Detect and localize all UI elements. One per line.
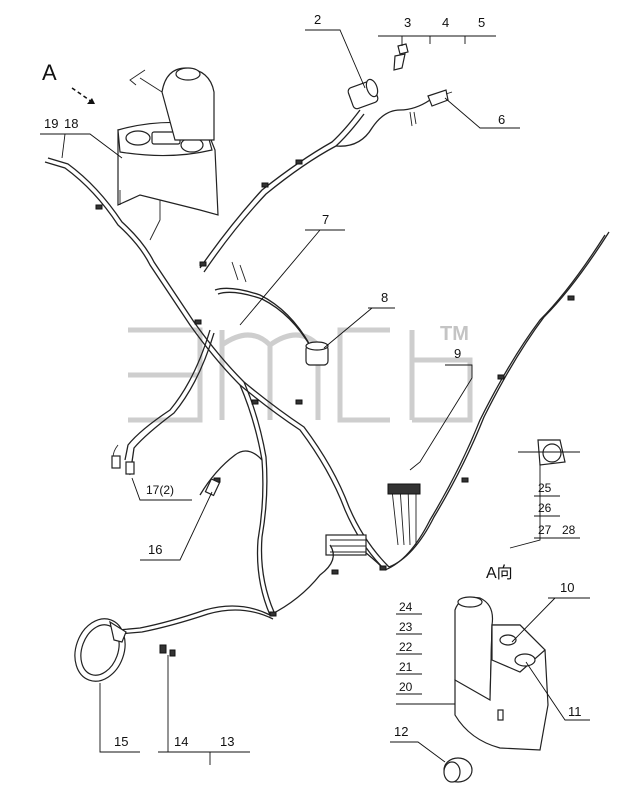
callout-28: 28 [562,523,576,537]
callout-18: 18 [64,116,78,131]
callout-13: 13 [220,734,234,749]
callout-10: 10 [560,580,574,595]
callout-20: 20 [399,680,413,694]
view-a-arrow: A [42,60,96,105]
part-3-bolt [393,43,409,71]
part-17-connectors [111,455,135,475]
callouts: 2 3 4 5 6 7 8 9 10 11 12 14 13 15 [40,12,590,765]
callout-14: 14 [174,734,188,749]
callout-5: 5 [478,15,485,30]
view-label-a: A [42,60,57,85]
callout-7: 7 [322,212,329,227]
callout-21: 21 [399,660,413,674]
instrument-panel-assembly [117,67,219,216]
callout-8: 8 [381,290,388,305]
callout-12: 12 [394,724,408,739]
callout-19: 19 [44,116,58,131]
callout-26: 26 [538,501,552,515]
part-2-component [347,78,379,110]
wiring-harness [44,99,610,635]
watermark-tm: TM [440,323,469,345]
callout-22: 22 [399,640,413,654]
part-8-component [305,341,329,366]
part-6-sensor [427,89,453,107]
part-25-switch [518,439,580,466]
callout-24: 24 [399,600,413,614]
callout-15: 15 [114,734,128,749]
callout-stack-20-24: 24 23 22 21 20 [396,600,455,705]
callout-stack-25-28: 25 26 27 28 [509,464,580,549]
detail-view-a: A向 [454,564,549,751]
callout-6: 6 [498,112,505,127]
part-12-lamp [443,757,473,783]
part-14-nut [159,644,176,657]
callout-4: 4 [442,15,449,30]
callout-2: 2 [314,12,321,27]
view-label-a-direction: A向 [486,564,513,582]
callout-9: 9 [454,346,461,361]
watermark-logo: TM [128,323,473,423]
callout-11: 11 [568,704,582,719]
callout-23: 23 [399,620,413,634]
part-16-connector [204,478,221,497]
part-15-horn [74,618,127,682]
callout-3: 3 [404,15,411,30]
callout-27: 27 [538,523,552,537]
callout-17: 17(2) [146,483,174,497]
callout-25: 25 [538,481,552,495]
callout-16: 16 [148,542,162,557]
cable-ties [95,159,575,617]
